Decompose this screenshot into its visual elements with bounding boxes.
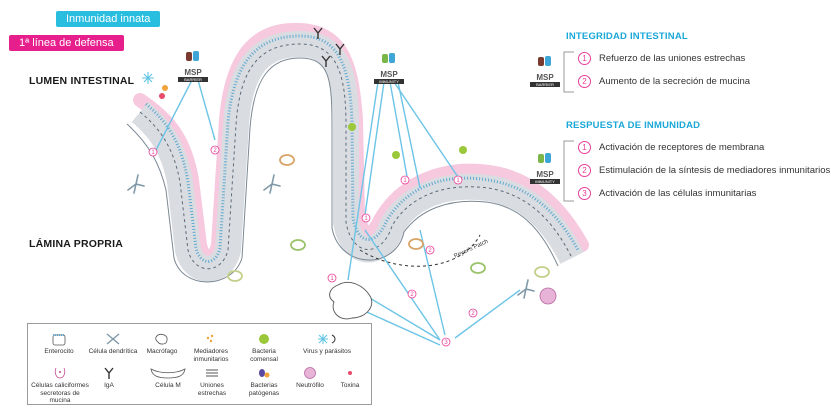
svg-text:3: 3 <box>444 340 448 346</box>
integrity-title: INTEGRIDAD INTESTINAL <box>566 31 688 42</box>
svg-text:2: 2 <box>213 148 217 154</box>
virus-icon <box>318 334 336 344</box>
msp-barrier-logo: MSP BARRIER <box>530 55 560 87</box>
bracket <box>563 140 574 202</box>
svg-text:1: 1 <box>403 178 407 184</box>
mediators-icon <box>206 334 214 343</box>
macrophage-cell <box>329 281 373 320</box>
iga-icon <box>104 367 114 379</box>
legend-mcell: Célula M <box>138 366 198 390</box>
first-line-defense-tag: 1ª línea de defensa <box>9 35 124 51</box>
svg-text:2: 2 <box>428 248 432 254</box>
legend-goblet: Células caliciformes secretoras de mucin… <box>30 366 90 405</box>
svg-text:2: 2 <box>410 292 414 298</box>
product-pills-icon <box>538 56 551 66</box>
tight-junction-icon <box>206 369 218 377</box>
msp-barrier-logo-diagram: MSP BARRIER <box>178 50 208 82</box>
commensal-bacteria-icon <box>259 334 269 344</box>
innate-immunity-tag: Inmunidad innata <box>56 11 161 27</box>
neutrophil-icon <box>304 367 316 379</box>
product-pills-icon <box>538 153 551 163</box>
lamina-label: LÁMINA PROPRIA <box>29 238 123 250</box>
enterocyte-icon <box>52 334 66 346</box>
macrophage-icon <box>155 333 168 345</box>
svg-text:1: 1 <box>151 150 155 156</box>
pathogen-bacteria-icon <box>259 369 270 378</box>
svg-text:1: 1 <box>330 276 334 282</box>
legend-macrophage: Macrófago <box>142 332 182 356</box>
product-pills-icon <box>186 51 199 61</box>
legend-tight-junctions: Uniones estrechas <box>190 366 234 397</box>
goblet-cell-icon <box>54 367 66 379</box>
msp-immunity-logo-diagram: MSP IMMUNITY <box>374 52 404 84</box>
legend-enterocyte: Enterocito <box>34 332 84 356</box>
immune-response-title: RESPUESTA DE INMUNIDAD <box>566 120 701 131</box>
dendritic-cell-icon <box>106 333 120 345</box>
svg-text:1: 1 <box>456 178 460 184</box>
msp-immunity-logo: MSP IMMUNITY <box>530 152 560 184</box>
legend-iga: IgA <box>94 366 124 390</box>
m-cell-icon <box>150 368 186 379</box>
legend-toxin: Toxina <box>332 366 368 390</box>
product-pills-icon <box>382 53 395 63</box>
svg-text:1: 1 <box>364 216 368 222</box>
legend-commensal: Bacteria comensal <box>240 332 288 363</box>
toxin-icon <box>348 371 352 375</box>
svg-text:2: 2 <box>471 311 475 317</box>
legend-mediators: Mediadores inmunitarios <box>186 332 236 363</box>
legend-dendritic: Célula dendrítica <box>86 332 140 356</box>
bracket <box>563 51 574 93</box>
legend-virus: Virus y parásitos <box>294 332 360 356</box>
lumen-label: LUMEN INTESTINAL <box>29 75 135 87</box>
legend-neutrophil: Neutrófilo <box>290 366 330 390</box>
peyers-patch-label: Peyer's Patch <box>453 239 489 260</box>
legend-box: Enterocito Célula dendrítica Macrófago M… <box>27 323 372 405</box>
legend-pathogens: Bacterias patógenas <box>240 366 288 397</box>
